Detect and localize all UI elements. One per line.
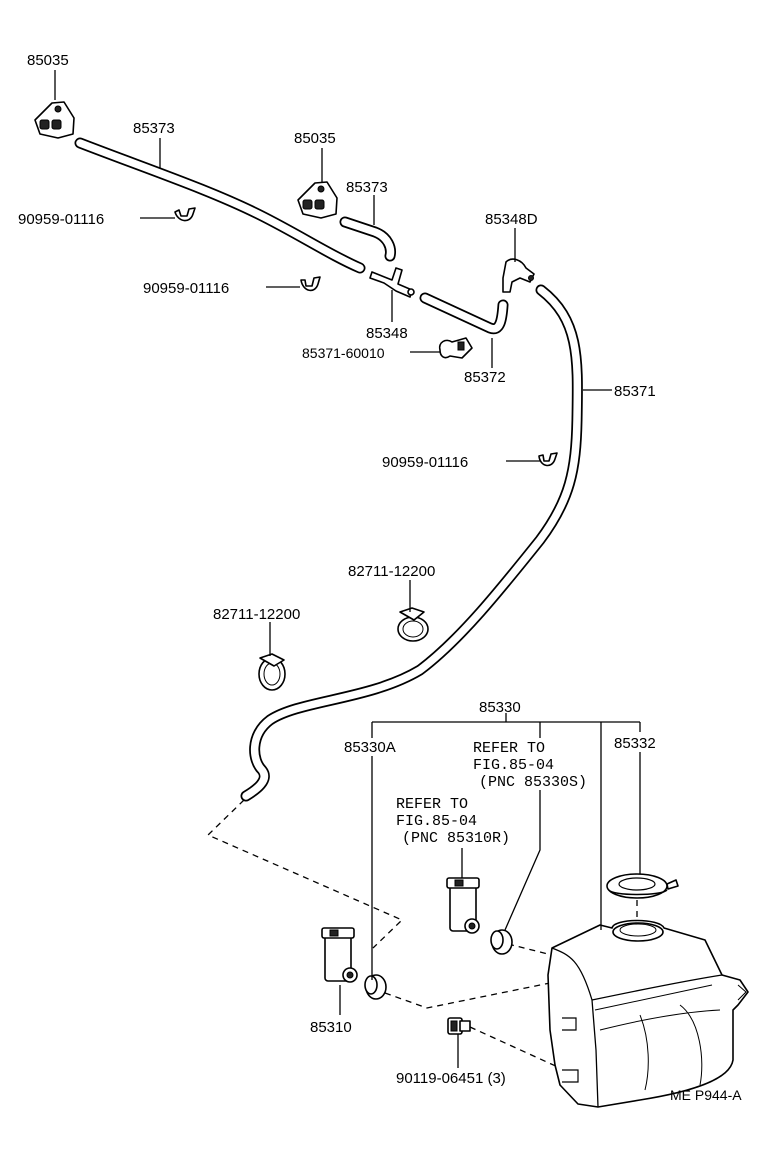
dashed-link-hose-pump	[206, 799, 404, 949]
label-85348D: 85348D	[485, 211, 538, 228]
label-85310: 85310	[310, 1019, 352, 1036]
hose-left-85373	[74, 137, 366, 274]
clip-left	[174, 207, 196, 222]
grommet-85330S	[490, 929, 513, 955]
label-85372: 85372	[464, 369, 506, 386]
label-refer2-line1: REFER TO	[396, 796, 468, 813]
leader-lines	[54, 70, 641, 1068]
pump-85310	[321, 927, 358, 983]
washer-tank	[547, 919, 749, 1108]
label-90959-main: 90959-01116	[382, 454, 468, 471]
label-refer2-line3: (PNC 85310R)	[402, 830, 510, 847]
joint-85348	[369, 267, 415, 298]
clamp-ring-lower	[258, 653, 286, 691]
hose-mid-85373	[339, 216, 396, 262]
label-85035-mid: 85035	[294, 130, 336, 147]
dashed-link-grommet	[507, 943, 557, 957]
grommet-85330A	[364, 974, 387, 1000]
label-90959-left: 90959-01116	[18, 211, 104, 228]
pump-85310R	[446, 877, 480, 934]
label-85348: 85348	[366, 325, 408, 342]
dashed-link-tank	[384, 981, 556, 1009]
clip-mid	[300, 276, 321, 292]
label-refer1-line3: (PNC 85330S)	[479, 774, 587, 791]
label-85035-left: 85035	[27, 52, 69, 69]
clamp-small	[438, 337, 473, 359]
label-85332: 85332	[614, 735, 656, 752]
clip-main	[538, 452, 558, 467]
label-figure-code: ME P944-A	[670, 1087, 742, 1103]
hose-short-85372	[419, 292, 509, 335]
label-refer1-line2: FIG.85-04	[473, 757, 554, 774]
dashed-link-bolt	[469, 1026, 561, 1069]
label-85330A: 85330A	[344, 739, 396, 756]
bolt-90119	[447, 1017, 471, 1035]
label-refer2-line2: FIG.85-04	[396, 813, 477, 830]
label-82711-upper: 82711-12200	[348, 563, 435, 580]
label-85371: 85371	[614, 383, 656, 400]
label-85373-mid: 85373	[346, 179, 388, 196]
nozzle-left-85035	[34, 101, 75, 139]
tank-cap-85332	[606, 873, 679, 899]
label-90959-mid: 90959-01116	[143, 280, 229, 297]
label-85330: 85330	[479, 699, 521, 716]
label-90119: 90119-06451 (3)	[396, 1070, 506, 1087]
label-82711-lower: 82711-12200	[213, 606, 300, 623]
label-85373-left: 85373	[133, 120, 175, 137]
hose-main-85371	[240, 284, 583, 802]
label-refer1-line1: REFER TO	[473, 740, 545, 757]
joint-85348D	[502, 258, 535, 293]
label-85371-60010: 85371-60010	[302, 345, 385, 361]
clamp-ring-upper	[397, 607, 429, 642]
nozzle-mid-85035	[297, 181, 338, 219]
